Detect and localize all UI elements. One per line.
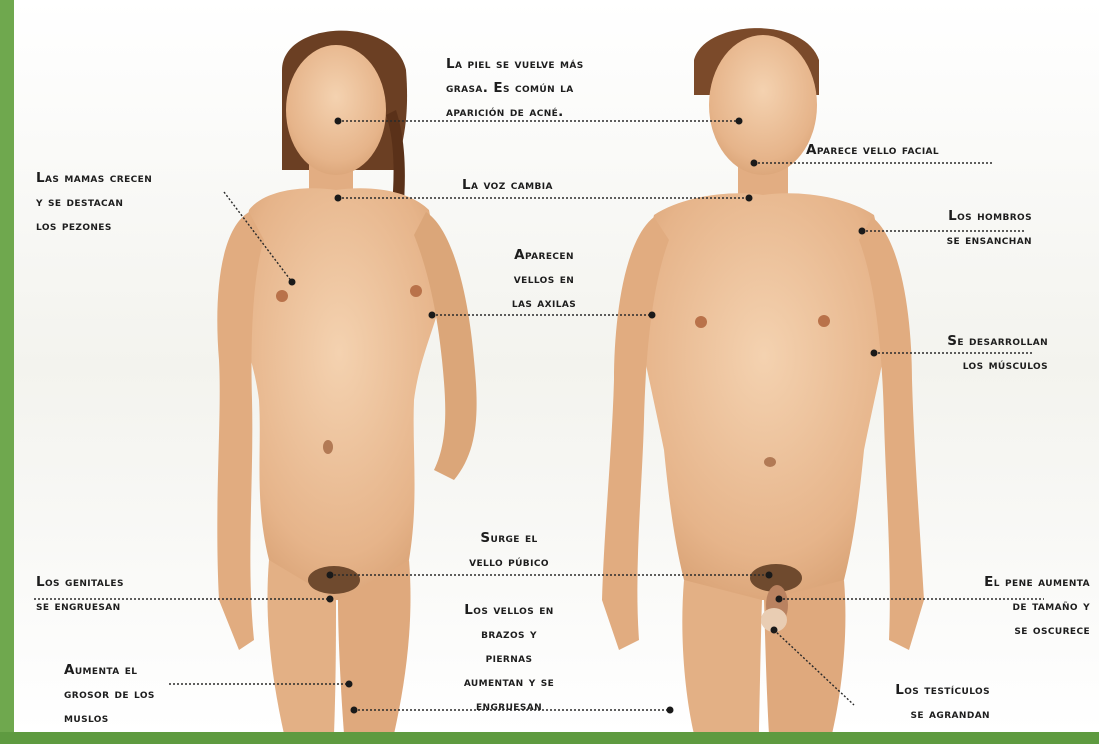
label-hombros: Los hombros se ensanchan — [884, 204, 1032, 252]
label-pene: El pene aumenta de tamaño y se oscurece — [894, 570, 1090, 642]
diagram-frame: La piel se vuelve más grasa. Es común la… — [14, 0, 1099, 734]
label-muslos: Aumenta el grosor de los muslos — [64, 658, 155, 730]
label-vellos-brazos: Los vellos en brazos y piernas aumentan … — [434, 598, 584, 718]
label-pubico: Surge el vello púbico — [454, 526, 564, 574]
label-genitales: Los genitales se engruesan — [36, 570, 124, 618]
label-piel: La piel se vuelve más grasa. Es común la… — [446, 52, 584, 124]
label-musculos: Se desarrollan los músculos — [884, 329, 1048, 377]
bottom-bar — [0, 732, 1099, 744]
label-mamas: Las mamas crecen y se destacan los pezon… — [36, 166, 152, 238]
male-figure — [602, 28, 924, 734]
label-axilas: Aparecen vellos en las axilas — [489, 243, 599, 315]
label-voz: La voz cambia — [462, 173, 553, 197]
label-testiculos: Los testículos se agrandan — [834, 678, 990, 726]
label-vello-facial: Aparece vello facial — [806, 138, 939, 162]
